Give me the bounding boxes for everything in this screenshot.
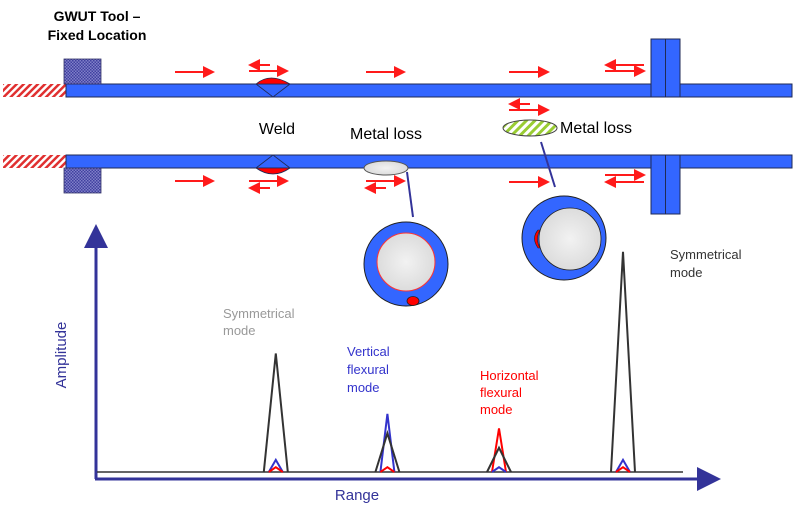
peak-weld-horizontal-flexural bbox=[268, 465, 284, 473]
leader-line-2 bbox=[540, 141, 556, 188]
weld-groove-top bbox=[255, 83, 291, 98]
top-pipe-wall bbox=[3, 38, 793, 98]
peak-metal-loss-bottom-symmetrical bbox=[374, 429, 401, 473]
symmetrical-mode-label-2b: mode bbox=[670, 265, 703, 280]
defect-marker bbox=[406, 296, 420, 306]
vertical-flexural-label-3: mode bbox=[347, 380, 380, 395]
horizontal-flexural-label-3: mode bbox=[480, 402, 513, 417]
peak-weld-symmetrical bbox=[262, 353, 289, 473]
bottom-pipe-wall bbox=[3, 154, 793, 215]
horizontal-flexural-label-1: Horizontal bbox=[480, 368, 539, 383]
defect-marker bbox=[534, 229, 541, 249]
y-axis-label: Amplitude bbox=[53, 322, 70, 389]
wave-arrows bbox=[175, 59, 646, 194]
metal-loss-label-2: Metal loss bbox=[560, 120, 632, 137]
signal-chart: Amplitude Range Symmetrical mode Vertica… bbox=[53, 224, 742, 504]
peak-tee-branch-symmetrical bbox=[610, 251, 636, 473]
pipe-end-hatched bbox=[3, 84, 66, 97]
vertical-flexural-label-1: Vertical bbox=[347, 344, 390, 359]
tool-title-line-1: GWUT Tool – bbox=[54, 8, 141, 24]
horizontal-flexural-label-2: flexural bbox=[480, 385, 522, 400]
peak-tee-branch-vertical-flexural bbox=[615, 457, 631, 473]
gwut-tool-ring-bottom bbox=[63, 167, 102, 194]
cross-section-side-defect bbox=[521, 195, 607, 281]
metal-loss-defect-1 bbox=[363, 160, 409, 176]
vertical-flexural-label-2: flexural bbox=[347, 362, 389, 377]
peak-metal-loss-side-vertical-flexural bbox=[491, 465, 507, 473]
pipe-wall-top bbox=[65, 83, 793, 98]
peak-tee-branch-horizontal-flexural bbox=[615, 465, 631, 473]
peak-metal-loss-side-symmetrical bbox=[486, 445, 512, 473]
peak-metal-loss-bottom-horizontal-flexural bbox=[379, 465, 395, 473]
weld-groove-bottom bbox=[255, 154, 291, 169]
gwut-tool-ring-top bbox=[63, 58, 102, 85]
peak-metal-loss-side-horizontal-flexural bbox=[491, 428, 507, 473]
leader-line-1 bbox=[406, 171, 414, 218]
x-axis-label: Range bbox=[335, 487, 379, 504]
pipe-end-hatched bbox=[3, 155, 66, 168]
weld-cap-top bbox=[254, 77, 292, 85]
symmetrical-mode-label-1b: mode bbox=[223, 323, 256, 338]
peak-metal-loss-bottom-vertical-flexural bbox=[379, 413, 396, 473]
weld-cap-bottom bbox=[254, 167, 292, 175]
cross-section-bottom-defect bbox=[363, 221, 449, 307]
weld-label: Weld bbox=[259, 121, 295, 138]
metal-loss-defect-2 bbox=[502, 119, 558, 137]
symmetrical-mode-label-2: Symmetrical bbox=[670, 247, 742, 262]
symmetrical-mode-label-1: Symmetrical bbox=[223, 306, 295, 321]
peak-weld-vertical-flexural bbox=[267, 457, 284, 473]
tool-title-line-2: Fixed Location bbox=[48, 27, 147, 43]
metal-loss-label-1: Metal loss bbox=[350, 126, 422, 143]
pipe-wall-bottom bbox=[65, 154, 793, 169]
